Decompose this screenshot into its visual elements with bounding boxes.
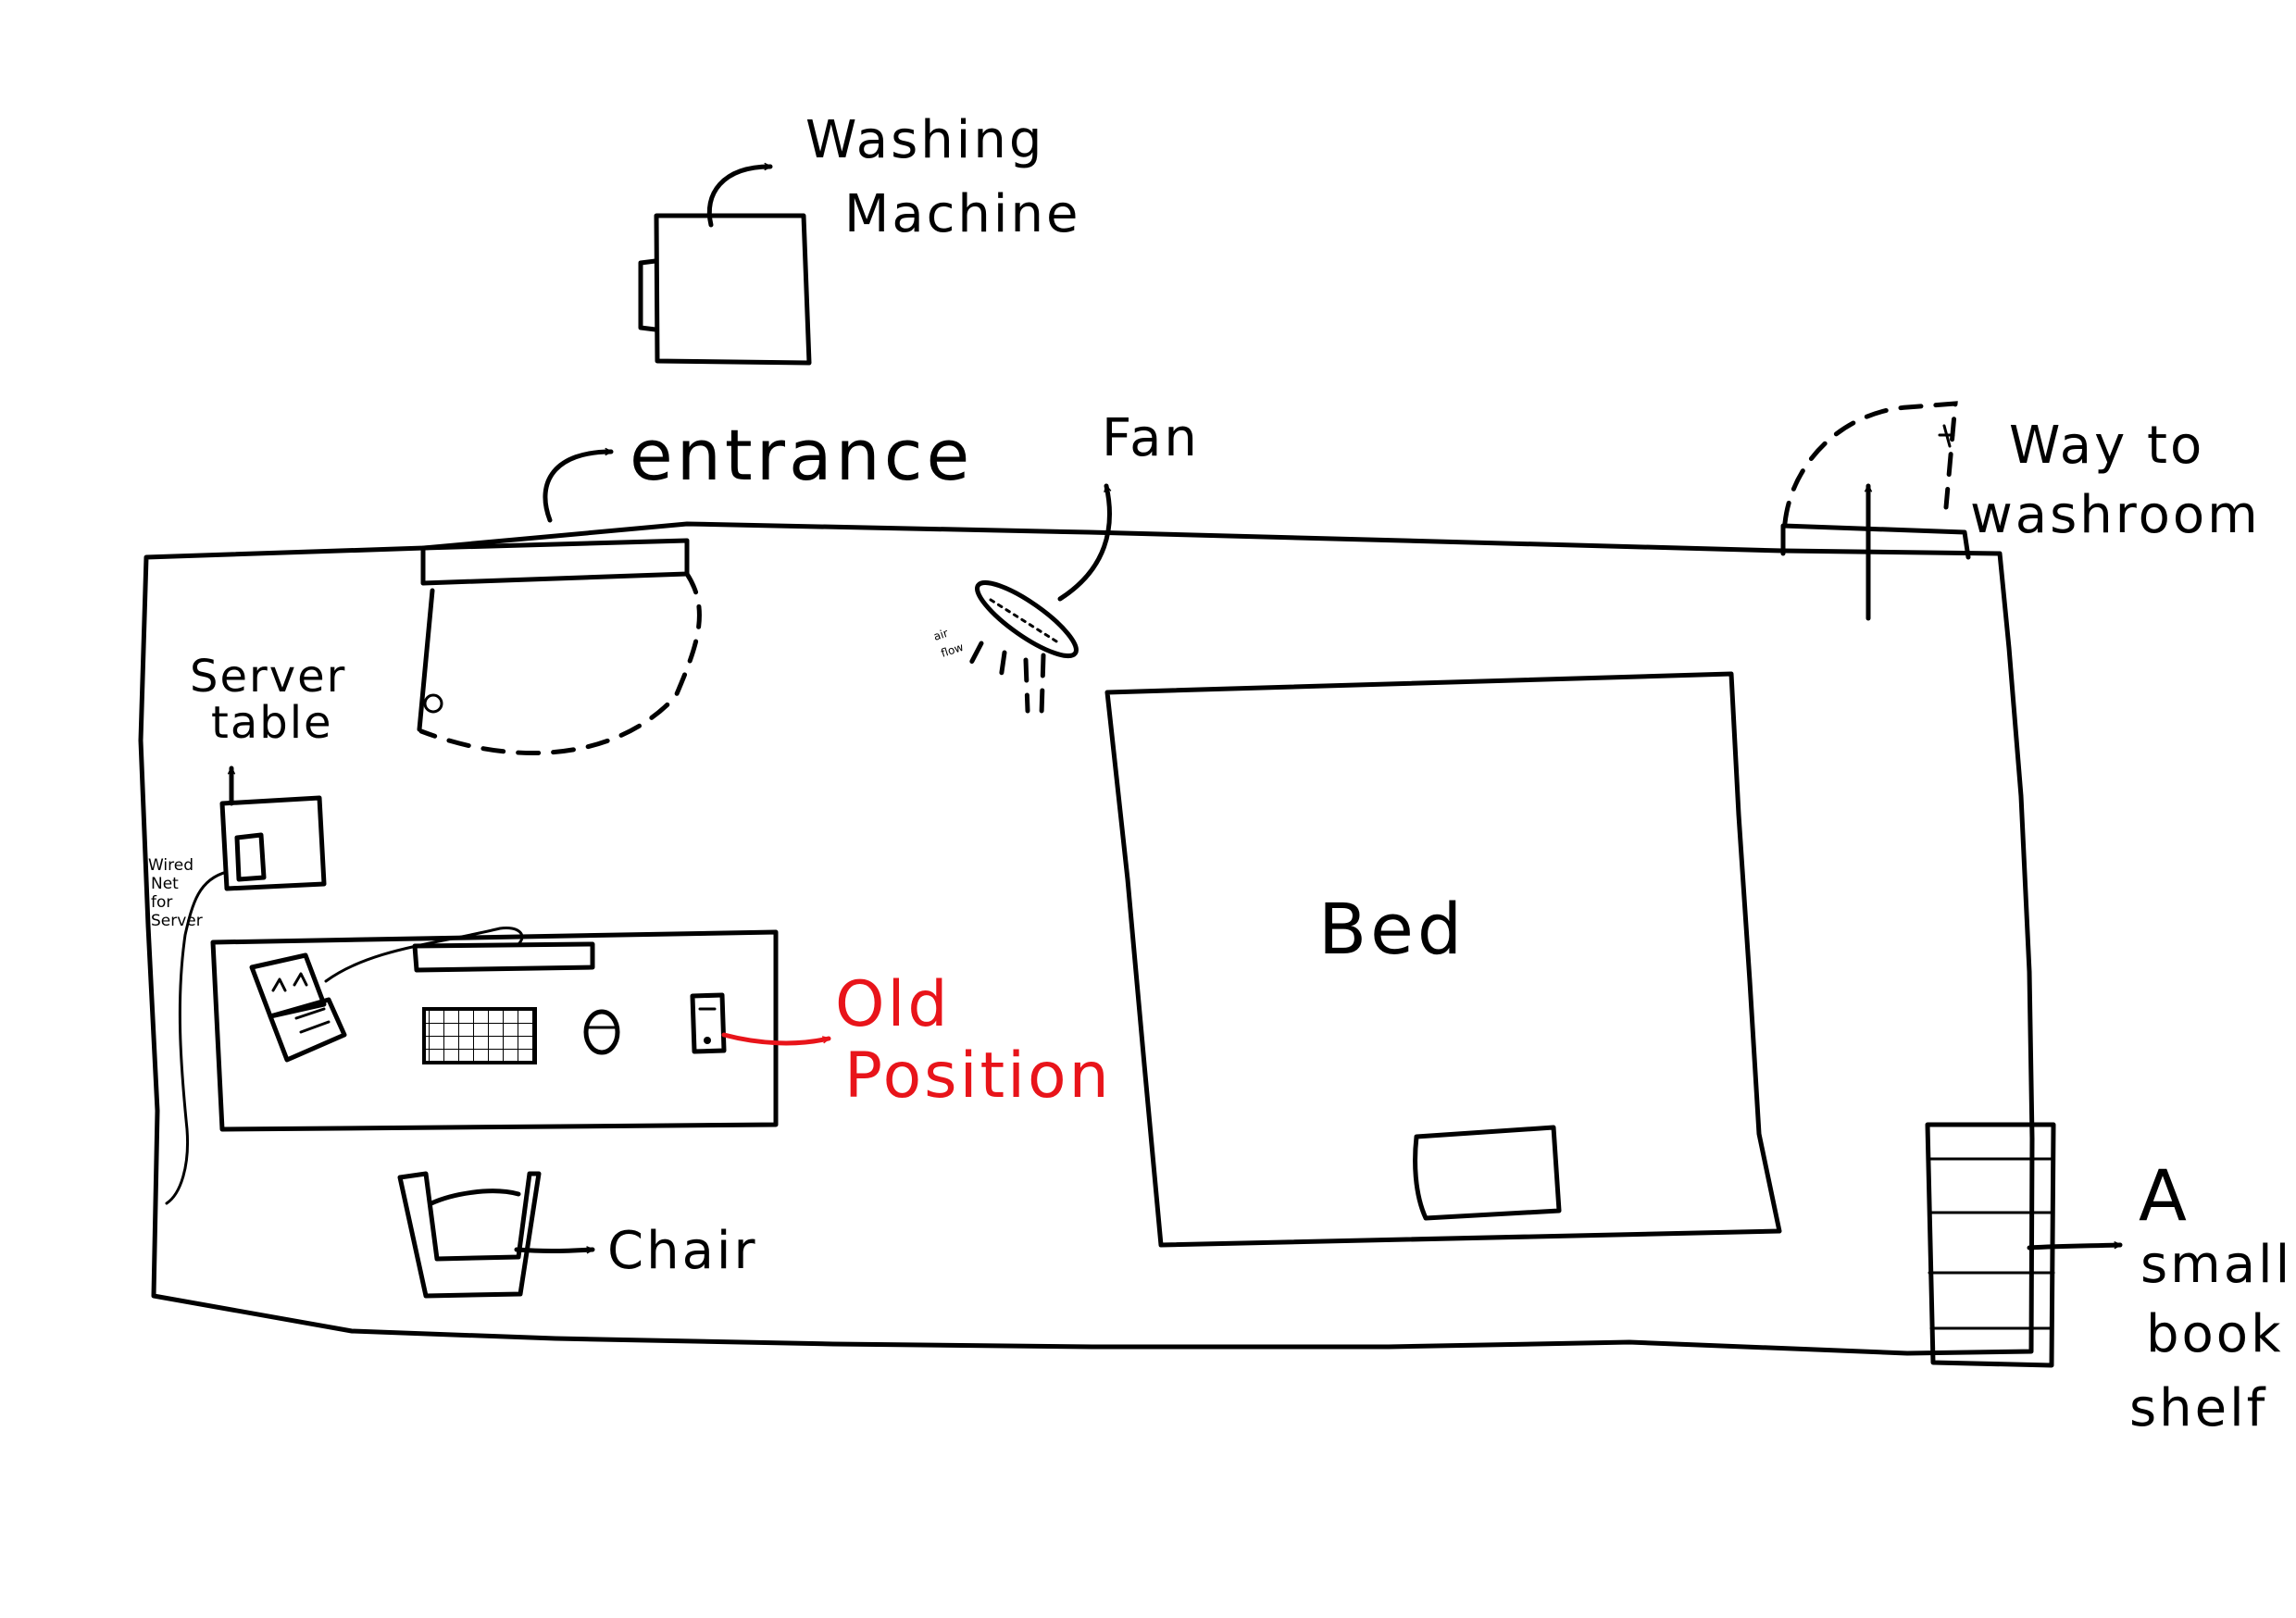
chair: Chair: [397, 1171, 758, 1299]
server-table: Server table: [190, 651, 346, 891]
monitor: [412, 941, 595, 973]
desk: [210, 926, 779, 1132]
wired-network-cable: Wired Net for Server: [148, 856, 229, 1205]
washroom-doorway: Way to washroom: [1780, 401, 2261, 621]
keyboard: [422, 1007, 537, 1064]
old-position-annotation: Old Position: [721, 968, 1112, 1113]
server-table-label-line1: Server: [190, 651, 346, 703]
server-table-label-line2: table: [211, 697, 333, 749]
fan-air-flow-label-line1: air: [932, 627, 950, 643]
washroom-label-line1: Way to: [2009, 416, 2204, 476]
wired-net-label-line2: Net: [151, 875, 179, 893]
laptop: [249, 926, 524, 1063]
chair-label: Chair: [607, 1221, 758, 1281]
washing-machine: Washing Machine: [638, 110, 1080, 366]
washing-machine-label-line2: Machine: [844, 184, 1080, 244]
fan-label: Fan: [1102, 408, 1200, 468]
book-shelf-label-line1: A: [2139, 1154, 2190, 1237]
book-shelf-label-line3: book: [2146, 1304, 2284, 1364]
book-shelf-label-line2: small: [2140, 1235, 2292, 1295]
washing-machine-label-line1: Washing: [805, 110, 1044, 170]
old-position-label-line2: Position: [844, 1039, 1112, 1113]
washroom-label-line2: washroom: [1970, 485, 2261, 545]
mouse: [583, 1009, 620, 1055]
entrance-label: entrance: [630, 414, 973, 496]
wired-net-label-line3: for: [151, 893, 172, 912]
room-walls: [138, 521, 2035, 1356]
entrance-door: entrance: [417, 414, 973, 756]
bed-label: Bed: [1318, 888, 1466, 970]
book-shelf-label-line4: shelf: [2129, 1378, 2267, 1438]
pillow: [1413, 1125, 1562, 1221]
fan-air-flow-label-line2: flow: [940, 641, 966, 660]
phone-old-position: [690, 992, 727, 1054]
wired-net-label-line4: Server: [151, 912, 203, 930]
bed: Bed: [1104, 671, 1782, 1248]
book-shelf: A small book shelf: [1925, 1122, 2292, 1438]
old-position-label-line1: Old: [835, 968, 951, 1041]
wired-net-label-line1: Wired: [148, 856, 193, 875]
